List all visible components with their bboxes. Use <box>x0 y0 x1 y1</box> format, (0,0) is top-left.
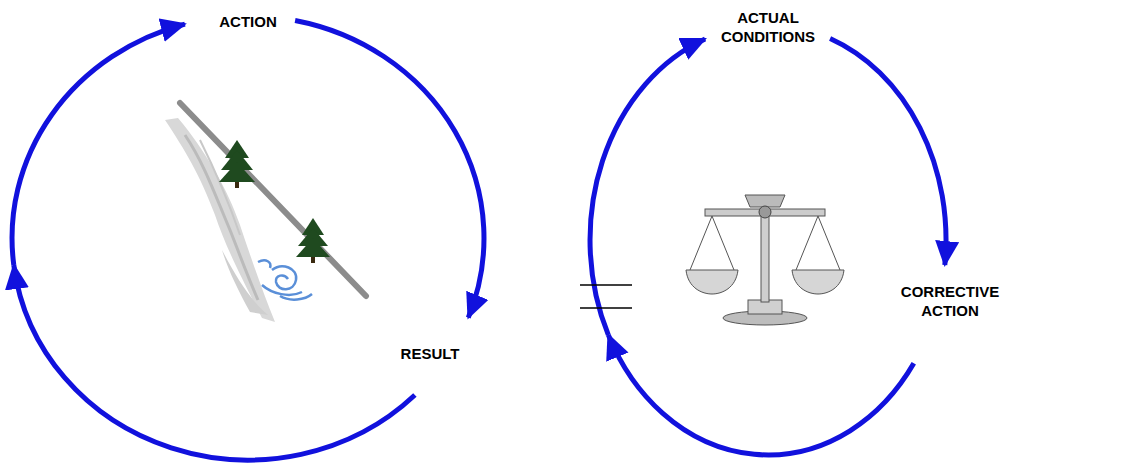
cycle-label: CORRECTIVE ACTION <box>891 282 1009 320</box>
right-cycle-arrows <box>590 39 946 455</box>
balance-scale-icon <box>686 195 844 325</box>
cycle-label: ACTION <box>219 12 277 31</box>
cycle-label: ACTUAL CONDITIONS <box>709 8 827 46</box>
cycle-label: RESULT <box>401 344 460 363</box>
ski-slope-illustration <box>165 103 366 322</box>
equals-symbol <box>580 285 632 308</box>
left-cycle-arrows <box>12 21 484 461</box>
